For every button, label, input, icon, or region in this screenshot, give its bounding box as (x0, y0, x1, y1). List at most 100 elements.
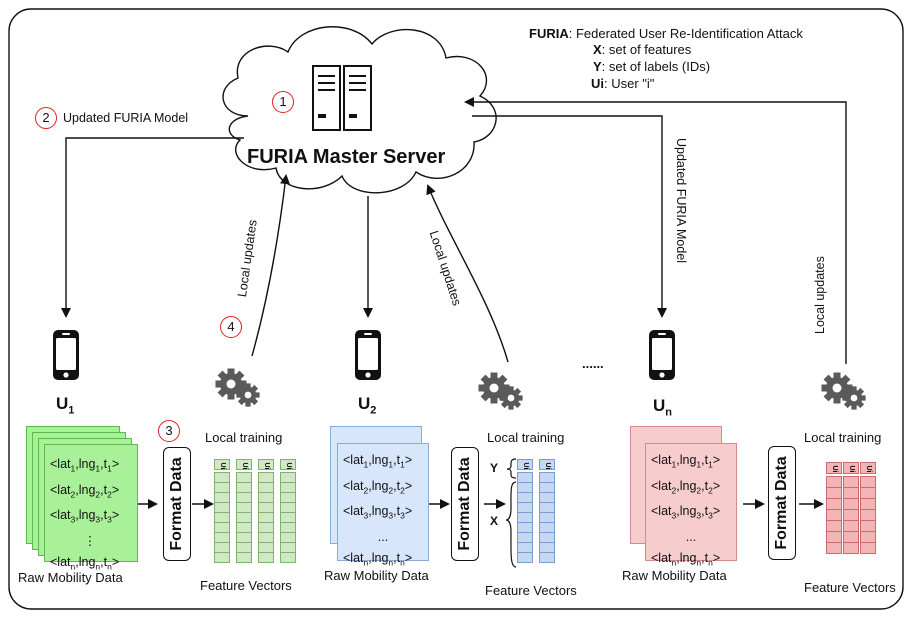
legend-y-key: Y (593, 59, 602, 74)
data-card-front: <lat1,lng1,t1><lat2,lng2,t2><lat3,lng3,t… (44, 444, 138, 571)
user-un-name: U (653, 396, 666, 415)
outer-frame (8, 8, 904, 610)
feature-cell (280, 552, 296, 563)
coordinate-line: <lat1,lng1,t1> (651, 450, 731, 476)
user-label-un: Un (653, 396, 672, 418)
server-icon (312, 65, 372, 131)
coordinate-text: ,t (393, 504, 401, 518)
coordinate-subscript: 3 (95, 514, 101, 525)
coordinate-line: <lat2,lng2,t2> (343, 476, 423, 502)
coordinate-text: > (404, 504, 413, 518)
coordinate-text: ,t (393, 453, 401, 467)
format-data-box-un: Format Data (768, 446, 796, 560)
coordinate-subscript: 2 (107, 489, 112, 499)
feature-vector-column: Ui (539, 459, 555, 563)
coordinate-subscript: 1 (671, 459, 677, 470)
coordinate-text: ,t (701, 504, 709, 518)
coordinate-subscript: 3 (363, 510, 369, 521)
feature-vectors-label-n: Feature Vectors (804, 580, 896, 595)
feature-cell (236, 552, 252, 563)
ui-header-label: Ui (848, 465, 855, 473)
step-1-marker: 1 (272, 91, 294, 113)
ui-header-label: Ui (831, 465, 838, 473)
coordinate-subscript: 2 (363, 485, 369, 495)
coordinate-subscript: n (708, 557, 713, 567)
coordinate-text: > (111, 508, 120, 522)
coordinate-subscript: 3 (107, 514, 112, 525)
legend-y: Y: set of labels (IDs) (593, 59, 710, 75)
coordinate-text: ,lng (676, 453, 697, 467)
coordinate-subscript: 1 (708, 459, 713, 470)
raw-mobility-label-1: Raw Mobility Data (18, 570, 123, 585)
ui-header-label: Ui (544, 462, 551, 470)
coordinate-text: <lat (50, 554, 71, 569)
coordinate-subscript: n (671, 557, 677, 567)
legend-x-key: X (593, 42, 602, 57)
label-cell: Ui (214, 459, 230, 470)
coordinate-line: <latn,lngn,tn> (50, 552, 130, 578)
ui-header-label: Ui (241, 462, 248, 470)
coordinate-subscript: 3 (70, 514, 76, 525)
feature-cell (860, 542, 876, 554)
coordinate-text: <lat (651, 550, 672, 565)
coordinate-text: ,lng (676, 550, 697, 565)
coordinate-text: ,t (393, 550, 401, 565)
coordinate-subscript: n (696, 557, 702, 567)
coordinate-subscript: 1 (388, 459, 394, 470)
format-data-label: Format Data (773, 456, 790, 550)
local-updates-label-n: Local updates (813, 256, 827, 334)
data-card-front: <lat1,lng1,t1><lat2,lng2,t2><lat3,lng3,t… (645, 443, 737, 567)
feature-cell (826, 542, 842, 554)
feature-cell (258, 552, 274, 563)
gear-icon-u1 (215, 368, 260, 407)
coordinate-text: ,lng (368, 550, 389, 565)
coordinate-text: ,lng (676, 478, 697, 493)
phone-icon-un (649, 330, 675, 380)
coordinate-line: <lat2,lng2,t2> (50, 480, 130, 506)
user-un-sub: n (665, 406, 673, 419)
feature-vector-column: Ui (843, 462, 859, 554)
coordinate-subscript: 1 (107, 463, 112, 474)
coordinate-subscript: 3 (671, 510, 677, 521)
format-data-box-u1: Format Data (163, 447, 191, 561)
coordinate-text: ,t (701, 453, 709, 467)
coordinate-text: ,lng (75, 554, 96, 569)
coordinate-line: <lat3,lng3,t3> (651, 501, 731, 527)
brace-x-label: X (490, 514, 499, 528)
coordinate-text: > (404, 478, 413, 493)
coordinate-text: <lat (343, 453, 364, 467)
feature-cell (843, 542, 859, 554)
local-training-label-2: Local training (487, 430, 565, 445)
coordinate-text: > (712, 550, 721, 565)
label-cell: Ui (539, 459, 555, 470)
brace-x (505, 481, 517, 568)
coordinate-text: ,lng (368, 478, 389, 493)
format-data-label: Format Data (168, 457, 185, 551)
label-cell: Ui (517, 459, 533, 470)
coordinate-text: > (111, 457, 120, 471)
feature-cell (539, 552, 555, 563)
coordinate-text: > (111, 482, 120, 497)
ui-header-label: Ui (865, 465, 872, 473)
coordinate-subscript: n (363, 557, 369, 567)
format-data-label: Format Data (456, 457, 473, 551)
coordinate-text: ,lng (368, 504, 389, 518)
gear-icon-u2 (478, 372, 523, 410)
raw-mobility-label-2: Raw Mobility Data (324, 568, 429, 583)
label-cell: Ui (843, 462, 859, 474)
step-4-marker: 4 (220, 316, 242, 338)
coordinate-line: ... (651, 527, 731, 548)
feature-vector-column: Ui (280, 459, 296, 563)
data-card-lines: <lat1,lng1,t1><lat2,lng2,t2><lat3,lng3,t… (343, 450, 423, 573)
coordinate-subscript: 2 (70, 489, 76, 499)
arrow-gear1-to-server (251, 174, 291, 357)
coordinate-subscript: n (107, 561, 112, 571)
local-training-label-n: Local training (804, 430, 882, 445)
label-cell: Ui (826, 462, 842, 474)
user-u1-sub: 1 (68, 404, 75, 417)
ui-header-label: Ui (522, 462, 529, 470)
legend-x-text: : set of features (601, 42, 692, 57)
feature-vector-column: Ui (258, 459, 274, 563)
coordinate-subscript: 2 (696, 485, 702, 495)
ui-header-label: Ui (219, 462, 226, 470)
